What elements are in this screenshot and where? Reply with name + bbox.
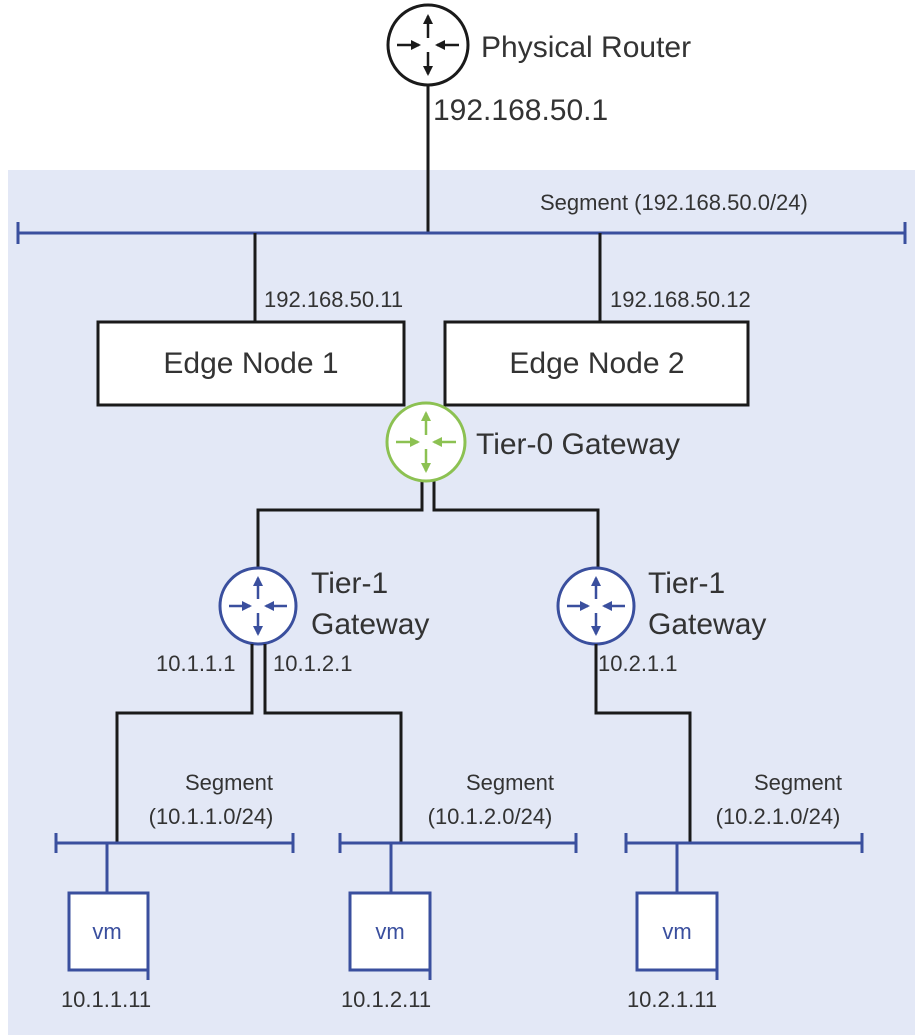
edge-node-2-box: [443, 320, 750, 407]
tier1-right-ip: 10.2.1.1: [598, 651, 678, 676]
tier1-left-ip-b: 10.1.2.1: [273, 651, 353, 676]
tier1-left-to-segment1-link: [115, 644, 254, 843]
edge-node-1-label: Edge Node 1: [163, 347, 338, 380]
edge-node-2-label: Edge Node 2: [509, 347, 684, 380]
top-segment-bar: [16, 222, 907, 244]
tier1-gateway-right-label-line2: Gateway: [648, 608, 766, 641]
vm-2-ip: 10.1.2.11: [341, 987, 431, 1012]
vm-1-ip: 10.1.1.11: [61, 987, 151, 1012]
vm-1-label: vm: [92, 919, 121, 944]
tier1-right-to-segment3-link: [594, 644, 692, 843]
segment-2-label-line1: Segment: [466, 770, 554, 795]
vm-2-label: vm: [375, 919, 404, 944]
physical-router-ip: 192.168.50.1: [433, 94, 608, 127]
top-segment-label: Segment (192.168.50.0/24): [540, 190, 808, 215]
segment-2-bar: [338, 833, 578, 853]
vm-1-icon: [67, 891, 150, 980]
edge-node-2-ip: 192.168.50.12: [610, 287, 751, 312]
tier1-gateway-left-label-line2: Gateway: [311, 608, 429, 641]
segment-1-bar: [54, 833, 295, 853]
tier1-gateway-left-icon: [218, 566, 298, 646]
tier0-gateway-icon: [385, 401, 467, 483]
tier0-gateway-label: Tier-0 Gateway: [476, 428, 680, 461]
segment-3-label-line2: (10.2.1.0/24): [716, 804, 841, 829]
segment-3-label-line1: Segment: [754, 770, 842, 795]
tier1-gateway-right-icon: [556, 566, 636, 646]
edge-node-1-ip: 192.168.50.11: [264, 287, 403, 312]
physical-router-icon: [386, 3, 470, 87]
segment-3-bar: [624, 833, 864, 853]
vm-2-icon: [348, 891, 432, 980]
segment-2-label-line2: (10.1.2.0/24): [428, 804, 553, 829]
tier0-to-tier1-left-link: [256, 480, 424, 568]
segment-1-label-line1: Segment: [185, 770, 273, 795]
vm-3-icon: [635, 891, 719, 980]
tier1-gateway-right-label-line1: Tier-1: [648, 567, 725, 600]
vm-3-label: vm: [662, 919, 691, 944]
datacenter-panel: [8, 170, 915, 1035]
vm-3-ip: 10.2.1.11: [627, 987, 717, 1012]
edge-node-1-box: [96, 320, 406, 407]
physical-router-label: Physical Router: [481, 31, 691, 64]
segment-1-label-line2: (10.1.1.0/24): [149, 804, 274, 829]
tier0-to-tier1-right-link: [432, 480, 600, 568]
tier1-left-ip-a: 10.1.1.1: [156, 651, 236, 676]
tier1-gateway-left-label-line1: Tier-1: [311, 567, 388, 600]
tier1-left-to-segment2-link: [263, 644, 403, 843]
